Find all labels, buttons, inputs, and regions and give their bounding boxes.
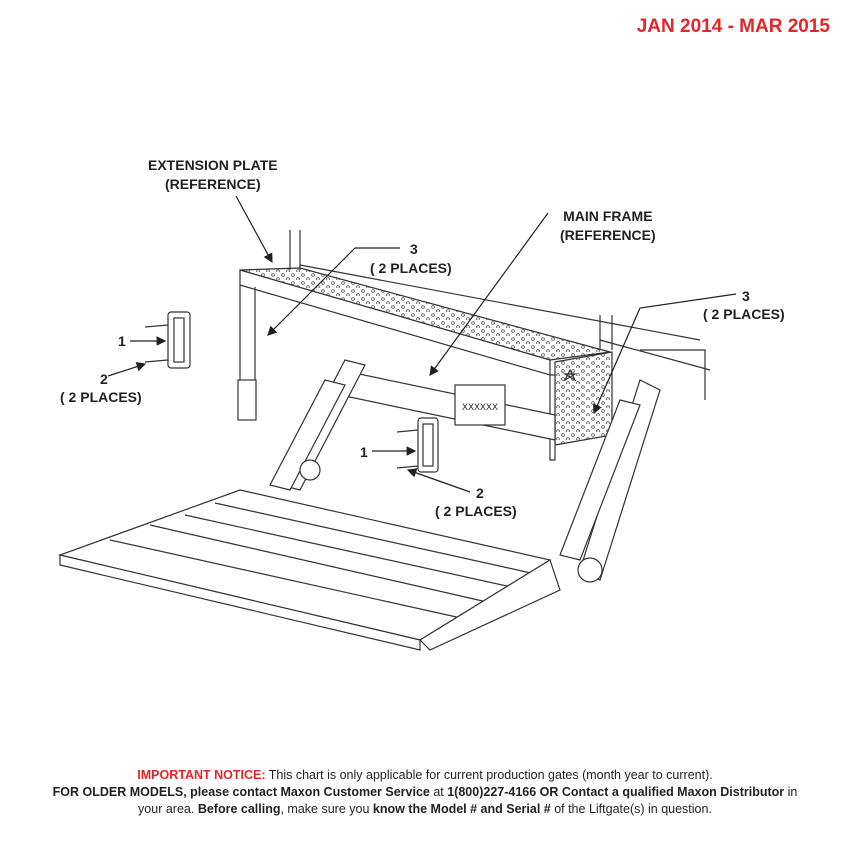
main-frame: XXXXXX bbox=[339, 369, 556, 441]
reflector-left bbox=[144, 311, 191, 369]
extension-plate-label: EXTENSION PLATE bbox=[148, 157, 278, 173]
date-range-title: JAN 2014 - MAR 2015 bbox=[636, 16, 830, 37]
lift-arms bbox=[269, 359, 661, 583]
important-notice: IMPORTANT NOTICE: This chart is only app… bbox=[40, 767, 810, 818]
notice-know: know the Model # and Serial # bbox=[372, 802, 551, 816]
item3-right-number: 3 bbox=[742, 288, 750, 304]
notice-line1: This chart is only applicable for curren… bbox=[265, 768, 713, 782]
extension-plate-ref: (REFERENCE) bbox=[164, 176, 261, 192]
main-frame-label: MAIN FRAME bbox=[563, 208, 653, 224]
notice-older-models: FOR OLDER MODELS, please contact Maxon C… bbox=[52, 785, 430, 799]
notice-make-sure: , make sure you bbox=[280, 802, 373, 816]
item3-top-places: ( 2 PLACES) bbox=[370, 260, 452, 276]
truck-frame bbox=[289, 230, 711, 400]
item3-top-number: 3 bbox=[410, 241, 418, 257]
notice-prefix: IMPORTANT NOTICE: bbox=[137, 768, 266, 782]
platform bbox=[57, 489, 561, 651]
item1-center-number: 1 bbox=[360, 444, 368, 460]
callout-leaders bbox=[107, 195, 737, 493]
notice-tail: of the Liftgate(s) in question. bbox=[550, 802, 712, 816]
extension-plate-callout: EXTENSION PLATE (REFERENCE) bbox=[148, 156, 278, 194]
notice-before-calling: Before calling bbox=[197, 802, 281, 816]
item2-center-number: 2 bbox=[476, 485, 484, 501]
notice-at: at bbox=[429, 785, 448, 799]
reflector-center bbox=[396, 417, 439, 473]
notice-phone: 1(800)227-4166 OR Contact a qualified Ma… bbox=[447, 785, 785, 799]
item2-left-number: 2 bbox=[100, 371, 108, 387]
item3-right-places: ( 2 PLACES) bbox=[703, 306, 785, 322]
plate-text: XXXXXX bbox=[462, 402, 498, 412]
item2-center-places: ( 2 PLACES) bbox=[435, 503, 517, 519]
main-frame-callout: MAIN FRAME (REFERENCE) bbox=[560, 207, 656, 245]
main-frame-ref: (REFERENCE) bbox=[560, 227, 656, 243]
item1-left-number: 1 bbox=[118, 333, 126, 349]
item2-left-places: ( 2 PLACES) bbox=[60, 389, 142, 405]
notice-in-area: in your area. bbox=[138, 785, 798, 816]
